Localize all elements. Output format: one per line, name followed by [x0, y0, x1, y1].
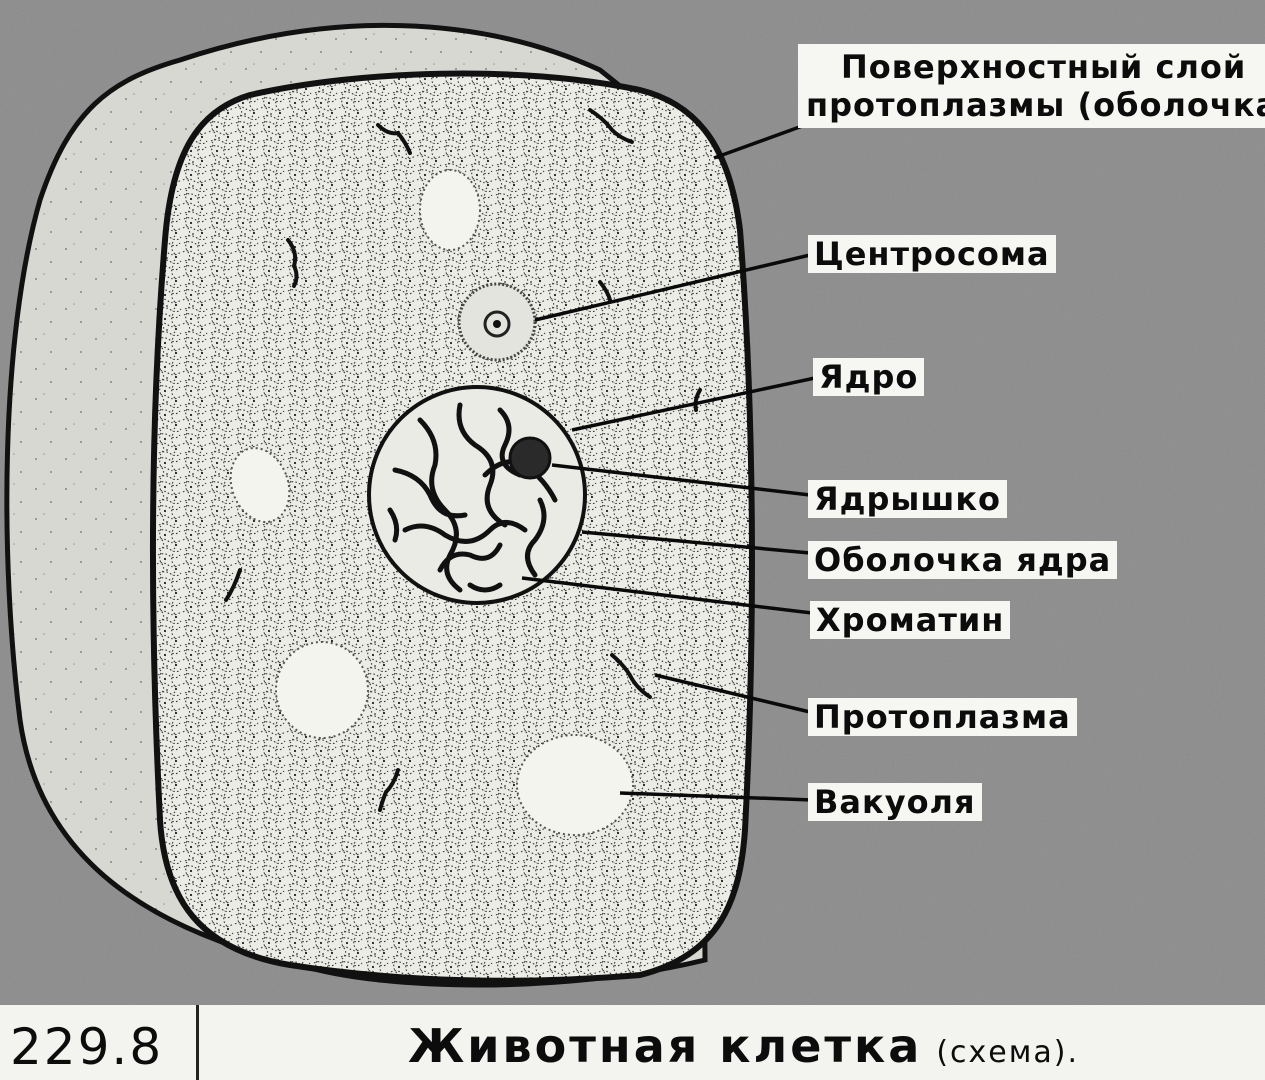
leader-centrosome — [534, 253, 811, 322]
caption-title: Животная клетка — [408, 1019, 923, 1073]
label-surface-layer-line1: Поверхностный слой — [841, 48, 1247, 86]
vacuoles — [229, 169, 634, 836]
slide-footer: 229.8 Животная клетка (схема). — [0, 1005, 1265, 1080]
nucleus — [367, 385, 587, 605]
label-surface-layer-line2: протоплазмы (оболочка) — [806, 86, 1265, 124]
label-nuclear-membrane: Оболочка ядра — [808, 541, 1118, 579]
label-vacuole: Вакуоля — [808, 783, 982, 821]
slide-caption: Животная клетка (схема). — [408, 1019, 1079, 1073]
leader-nucleus — [571, 376, 816, 432]
leader-nuclear-membrane — [581, 530, 811, 555]
footer-divider — [196, 1005, 199, 1080]
leader-nucleolus — [551, 463, 811, 497]
leader-lines — [521, 123, 816, 802]
animal-cell-diagram — [0, 0, 1265, 1005]
slide-number: 229.8 — [10, 1018, 164, 1076]
centrosome — [457, 282, 537, 362]
label-nucleolus: Ядрышко — [808, 480, 1008, 518]
chromatin — [387, 402, 558, 593]
leader-chromatin — [521, 576, 813, 615]
label-nucleus: Ядро — [813, 358, 925, 396]
label-surface-layer: Поверхностный слой протоплазмы (оболочка… — [798, 44, 1265, 128]
caption-subtitle: (схема). — [936, 1035, 1079, 1070]
leader-vacuole — [619, 791, 813, 802]
label-chromatin: Хроматин — [810, 601, 1011, 639]
label-protoplasm: Протоплазма — [808, 698, 1077, 736]
leader-protoplasm — [654, 673, 811, 714]
nucleolus — [508, 436, 552, 480]
protoplasm-granules — [224, 108, 702, 812]
label-centrosome: Центросома — [808, 235, 1056, 273]
leader-surface-layer — [713, 123, 806, 160]
